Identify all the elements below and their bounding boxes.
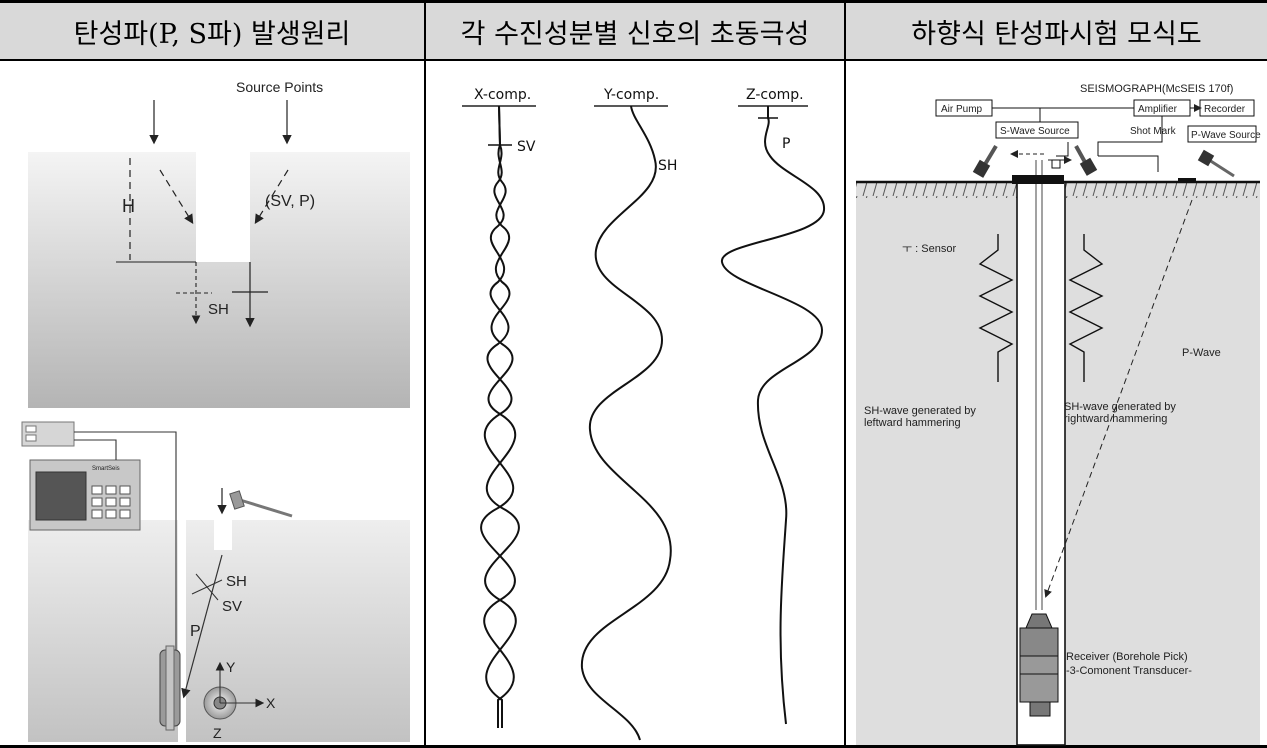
recorder-brand: SmartSeis [92,466,120,472]
sv-p-label: (SV, P) [265,193,315,210]
z-comp-trace [721,106,826,725]
air-pump-label: Air Pump [941,104,983,115]
header-left: 탄성파(P, S파) 발생원리 [0,3,424,61]
borehole-receiver [1019,613,1059,717]
polarity-waveforms: X-comp. Y-comp. Z-comp. SV SH P [462,87,826,741]
receiver-text-1: Receiver (Borehole Pick) [1066,651,1188,663]
right-hammer-icon [1074,145,1098,176]
ray-left [159,169,194,225]
z-comp-label: Z-comp. [746,87,804,103]
sensor-legend: ㅜ : Sensor [902,243,956,255]
amplifier-label: Amplifier [1138,104,1178,115]
p-ray [181,554,223,699]
seismograph-label: SEISMOGRAPH(McSEIS 170f) [1080,83,1233,95]
sh-wave-left-trace [978,234,1014,382]
p-wave-source-box [1187,125,1257,143]
divider-left [424,3,426,745]
ray-right [254,169,289,225]
receiver-text-2: -3-Comonent Transducer- [1066,665,1192,677]
sh-right-text-1: SH-wave generated by [1064,401,1176,413]
sh-label: SH [208,301,229,318]
recorder-device: SmartSeis [21,421,141,531]
sh-left-text-1: SH-wave generated by [864,405,976,417]
borehole-setup-diagram: SmartSeis S [21,421,410,742]
sv-label-middle: SV [517,139,536,155]
x-comp-trace-b [484,105,520,728]
y-comp-trace [580,105,672,741]
p-wave-plate [1178,178,1196,183]
sh-tick [191,579,223,595]
p-wave-ray [1044,199,1193,598]
s-wave-source-box [995,121,1079,139]
p-label-middle: P [782,136,790,152]
header-middle: 각 수진성분별 신호의 초동극성 [426,3,844,61]
shot-mark-label: Shot Mark [1130,126,1177,137]
p-wave-source-label: P-Wave Source [1191,130,1261,141]
depth-h-label: H [122,196,135,216]
divider-right [844,3,846,745]
z-label: Z [213,725,222,741]
sh-right-text-2: rightward hammering [1064,413,1167,425]
p-hammer-icon [1197,149,1235,178]
cable-1 [74,431,177,690]
y-label: Y [226,659,236,675]
sv-label-bottom: SV [222,598,242,615]
y-comp-label: Y-comp. [603,87,659,103]
x-label: X [266,695,276,711]
header-right: 하향식 탄성파시험 모식도 [846,3,1267,61]
cable-2 [74,439,117,460]
sh-left-text-2: leftward hammering [864,417,961,429]
source-points-label: Source Points [236,79,323,95]
sh-wave-right-trace [1068,234,1104,382]
trench-diagram: Source Points H (SV, P) SH [28,79,410,408]
hammer-icon [229,490,293,518]
x-comp-label: X-comp. [474,87,531,103]
s-wave-source-label: S-Wave Source [1000,126,1070,137]
sh-label-bottom: SH [226,573,247,590]
p-wave-label: P-Wave [1182,347,1221,359]
recorder-label: Recorder [1204,104,1246,115]
sh-label-middle: SH [658,158,677,174]
left-hammer-icon [972,144,998,178]
p-label-bottom: P [190,623,201,640]
downhole-test-schematic: SEISMOGRAPH(McSEIS 170f) Air Pump Amplif… [856,83,1261,746]
s-wave-plank [1012,175,1064,184]
